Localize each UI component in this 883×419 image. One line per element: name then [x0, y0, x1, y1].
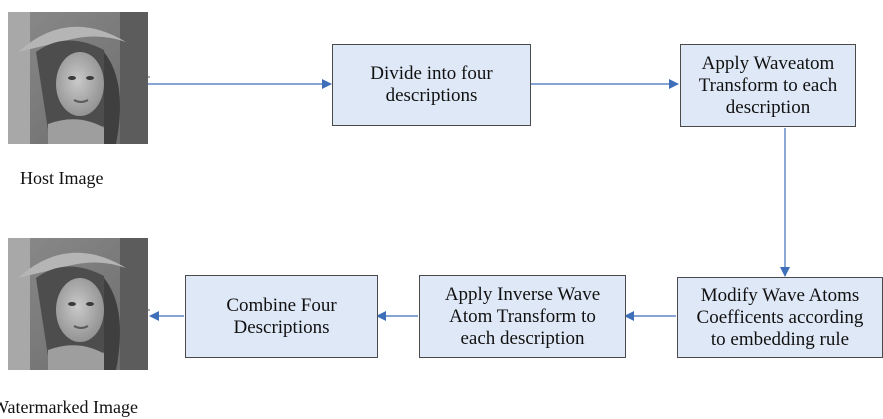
watermarked-image	[8, 238, 148, 370]
apply-transform-step-box: Apply Waveatom Transform to each descrip…	[680, 44, 856, 127]
watermarked-image-picture	[8, 238, 148, 370]
host-image-picture	[8, 12, 148, 144]
watermarked-image-caption: Watermarked Image	[0, 397, 138, 417]
modify-coefficients-step-box: Modify Wave Atoms Coefficents according …	[677, 277, 883, 358]
apply-transform-step-label: Apply Waveatom Transform to each descrip…	[698, 52, 838, 118]
inverse-transform-step-label: Apply Inverse Wave Atom Transform to eac…	[444, 283, 601, 349]
combine-step-label: Combine Four Descriptions	[226, 294, 337, 338]
divide-step-box: Divide into four descriptions	[332, 44, 531, 126]
inverse-transform-step-box: Apply Inverse Wave Atom Transform to eac…	[419, 275, 626, 358]
combine-step-box: Combine Four Descriptions	[185, 275, 378, 358]
host-image-caption: Host Image	[20, 168, 104, 188]
divide-step-label: Divide into four descriptions	[370, 63, 493, 106]
host-image	[8, 12, 148, 144]
modify-coefficients-step-label: Modify Wave Atoms Coefficents according …	[696, 284, 864, 350]
